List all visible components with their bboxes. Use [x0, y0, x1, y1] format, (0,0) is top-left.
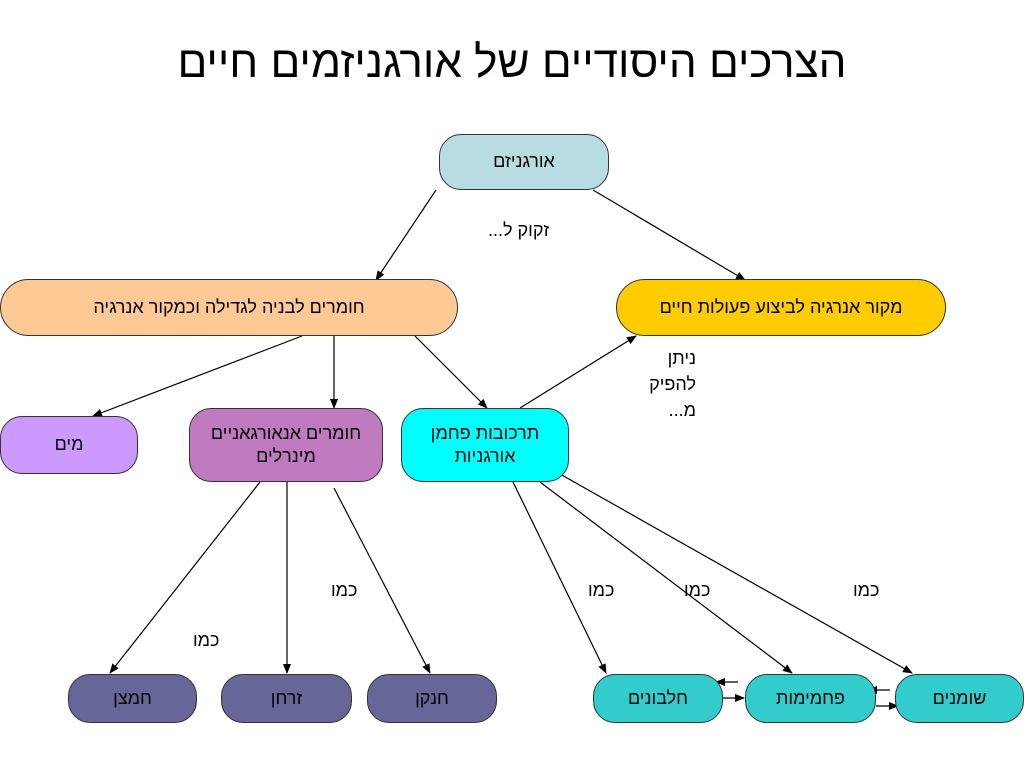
node-organic: תרכובות פחמן אורגניות: [401, 408, 569, 482]
node-water: מים: [0, 416, 138, 474]
arrow-building-to-organic: [414, 335, 488, 409]
node-carbohydrates: פחמימות: [745, 674, 876, 723]
arrow-organic-to-proteins: [512, 481, 607, 674]
node-nitrogen: חנקן: [367, 674, 497, 723]
arrow-inorganic-to-nitrogen: [333, 487, 431, 674]
arrow-organic-to-fats: [559, 473, 913, 674]
node-inorganic: חומרים אנאורגאניים מינרלים: [189, 408, 383, 482]
node-organism: אורגניזם: [439, 134, 609, 190]
arrow-organism-to-energy: [592, 189, 746, 281]
node-fats: שומנים: [895, 674, 1024, 723]
node-oxygen: חמצן: [68, 674, 197, 723]
label-can-produce: ניתן להפיק מ...: [649, 348, 696, 421]
arrow-inorganic-to-oxygen: [109, 481, 261, 674]
label-like-organic-1: כמו: [588, 580, 615, 600]
label-like-inorganic-2: כמו: [193, 630, 220, 650]
arrow-organic-to-energy: [519, 335, 637, 409]
arrow-building-to-water: [92, 335, 303, 417]
node-proteins: חלבונים: [593, 674, 723, 723]
label-needs: זקוק ל...: [488, 220, 550, 240]
label-like-organic-3: כמו: [853, 580, 880, 600]
slide-title: הצרכים היסודיים של אורגניזמים חיים: [177, 38, 847, 87]
arrow-organism-to-building: [375, 189, 437, 281]
arrow-organic-to-carbohydrates: [539, 481, 793, 674]
node-energy-source: מקור אנרגיה לביצוע פעולות חיים: [616, 279, 946, 336]
node-phosphorus: זרחן: [221, 674, 352, 723]
label-like-inorganic-1: כמו: [331, 580, 358, 600]
node-building-materials: חומרים לבניה לגדילה וכמקור אנרגיה: [0, 279, 458, 336]
label-like-organic-2: כמו: [684, 580, 711, 600]
